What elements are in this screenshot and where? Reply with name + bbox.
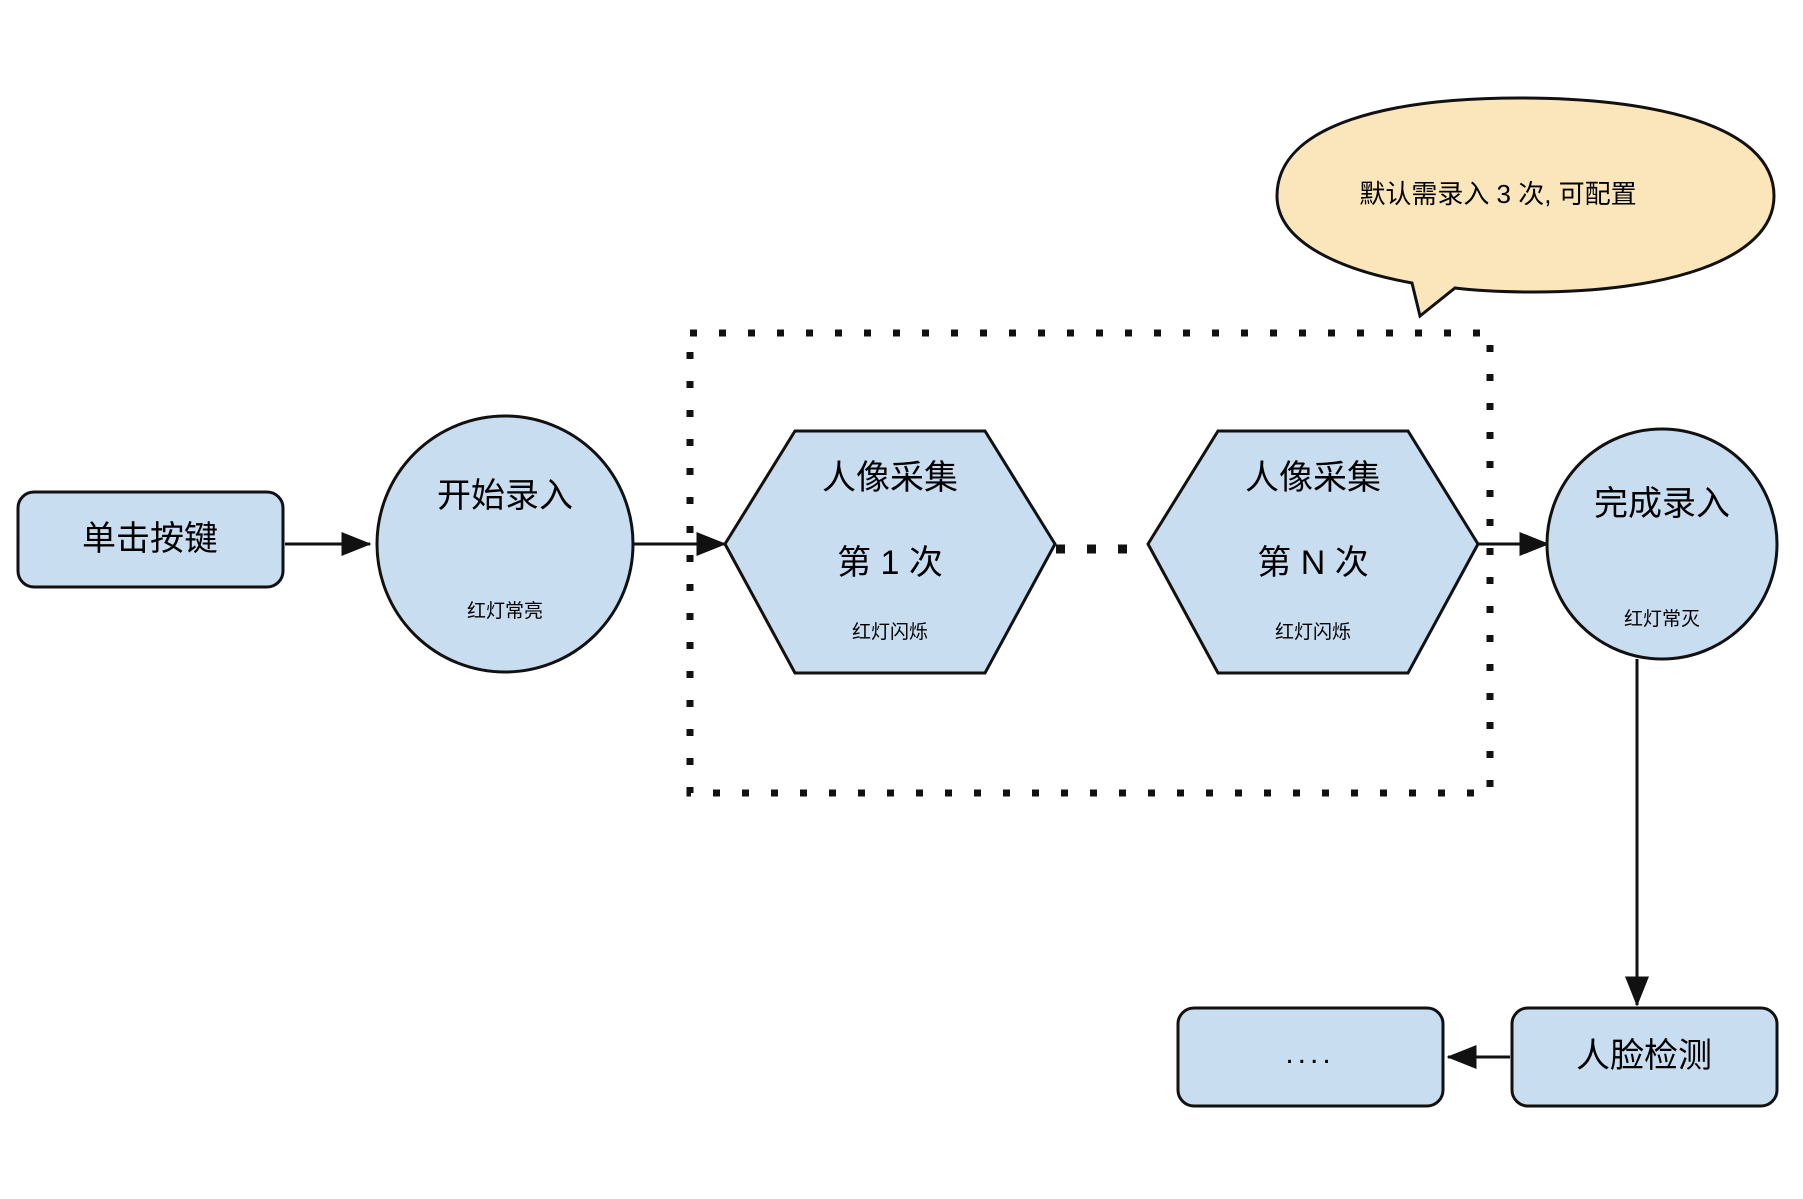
capture-nth-sublabel: 红灯闪烁 — [1275, 621, 1351, 643]
finish-enroll-label: 完成录入 — [1594, 485, 1730, 523]
capture-first-line1: 人像采集 — [822, 459, 958, 497]
node-capture-first[interactable]: 人像采集 第 1 次 红灯闪烁 — [723, 429, 1057, 675]
face-detect-box[interactable] — [1510, 1006, 1779, 1108]
press-key-box[interactable] — [16, 490, 285, 589]
callout-default-enroll-count[interactable]: 默认需录入 3 次, 可配置 — [1275, 96, 1776, 319]
more-steps-box[interactable] — [1176, 1006, 1445, 1108]
callout-bubble[interactable] — [1275, 96, 1776, 319]
capture-loop-group-border — [686, 329, 1494, 797]
capture-nth-line1: 人像采集 — [1245, 459, 1381, 497]
node-start-enroll[interactable]: 开始录入 红灯常亮 — [375, 414, 635, 674]
more-steps-label: .... — [1285, 1037, 1334, 1070]
press-key-label: 单击按键 — [82, 520, 218, 558]
start-enroll-sublabel: 红灯常亮 — [467, 600, 543, 622]
node-capture-nth[interactable]: 人像采集 第 N 次 红灯闪烁 — [1146, 429, 1480, 675]
face-detect-label: 人脸检测 — [1576, 1037, 1712, 1075]
capture-first-hexagon[interactable] — [723, 429, 1057, 675]
node-more-steps[interactable]: .... — [1176, 1006, 1445, 1108]
capture-first-sublabel: 红灯闪烁 — [852, 621, 928, 643]
capture-nth-line2: 第 N 次 — [1257, 544, 1368, 582]
node-finish-enroll[interactable]: 完成录入 红灯常灭 — [1545, 427, 1779, 661]
node-press-key[interactable]: 单击按键 — [16, 490, 285, 589]
finish-enroll-sublabel: 红灯常灭 — [1624, 608, 1700, 630]
node-face-detect[interactable]: 人脸检测 — [1510, 1006, 1779, 1108]
start-enroll-circle[interactable] — [375, 414, 635, 674]
callout-text: 默认需录入 3 次, 可配置 — [1359, 179, 1636, 209]
start-enroll-label: 开始录入 — [437, 477, 573, 515]
finish-enroll-circle[interactable] — [1545, 427, 1779, 661]
capture-first-line2: 第 1 次 — [837, 544, 943, 582]
